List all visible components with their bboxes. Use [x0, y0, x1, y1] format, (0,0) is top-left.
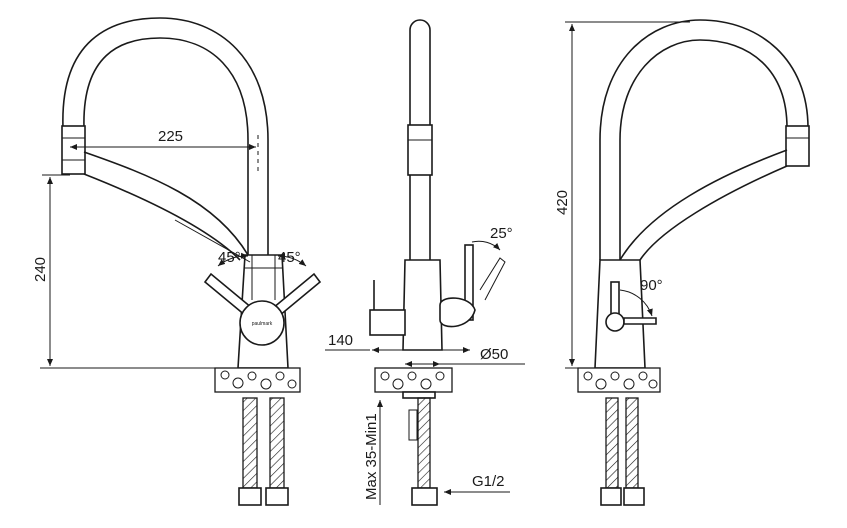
spout-height-label: 240 [32, 257, 49, 282]
mixer-ball [239, 300, 285, 346]
spout-lower-curve [83, 151, 249, 256]
spout-nozzle [61, 125, 86, 175]
left-angle-label: 45° [218, 249, 241, 266]
countertop-section [214, 367, 301, 393]
back-countertop-section [577, 367, 661, 393]
side-view: 25° 140 Ø50 Max 35-Min1 G1/2 [325, 19, 525, 506]
spout-outer [62, 17, 269, 255]
depth-label: 140 [328, 332, 353, 349]
reach-label: 225 [158, 128, 183, 145]
left-hose [242, 397, 258, 489]
spout-inner [83, 37, 249, 255]
total-height-label: 420 [554, 190, 571, 215]
front-view: paulmark 45° 45° 225 240 [32, 17, 322, 506]
thickness-label: Max 35-Min1 [363, 413, 380, 500]
side-body [402, 259, 443, 351]
back-angle-label: 90° [640, 277, 663, 294]
brand-logo: paulmark [252, 321, 273, 327]
right-angle-label: 45° [278, 249, 301, 266]
diameter-label: Ø50 [480, 346, 508, 363]
connection-label: G1/2 [472, 473, 505, 490]
back-spout-nozzle [785, 125, 810, 167]
side-angle-label: 25° [490, 225, 513, 242]
back-view: 90° 420 [554, 19, 810, 506]
right-hose [269, 397, 285, 489]
